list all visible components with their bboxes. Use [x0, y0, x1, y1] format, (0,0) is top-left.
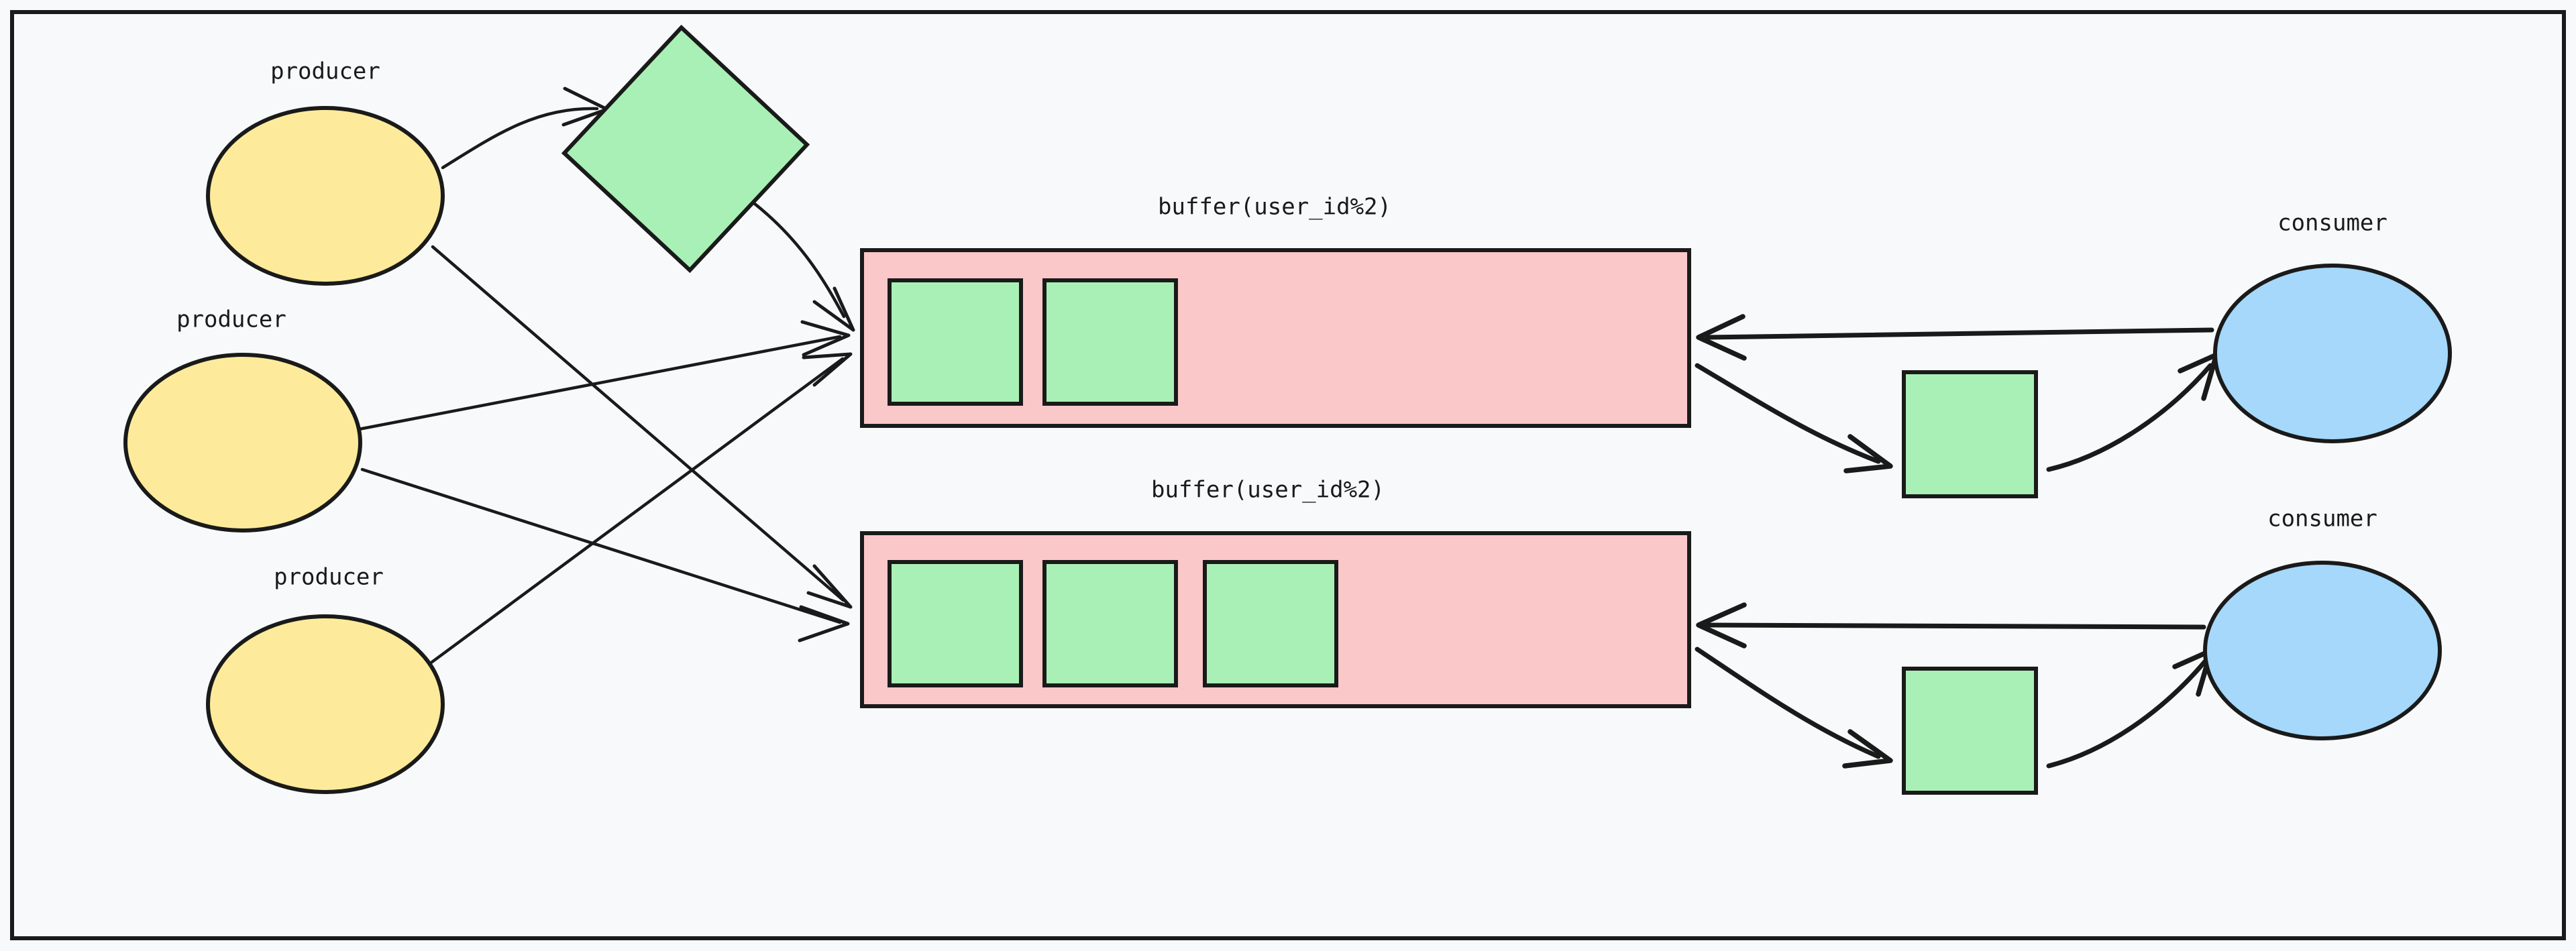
- buffer-2-item-2[interactable]: [1042, 560, 1178, 687]
- producer-3-ellipse[interactable]: [206, 614, 445, 794]
- producer-3-label: producer: [274, 564, 384, 591]
- buffer-1-item-2[interactable]: [1042, 278, 1178, 406]
- buffer-1[interactable]: [860, 248, 1691, 428]
- producer-node-3[interactable]: [206, 614, 445, 794]
- buffer-2[interactable]: [860, 531, 1691, 708]
- buffer-2-item-1[interactable]: [888, 560, 1023, 687]
- producer-2-label: producer: [176, 306, 286, 333]
- edge-consumer2-to-buffer2-request: [1696, 602, 2206, 649]
- delivered-item-bottom[interactable]: [1902, 667, 2038, 795]
- buffer-2-label: buffer(user_id%2): [1151, 477, 1385, 504]
- producer-2-ellipse[interactable]: [123, 353, 362, 533]
- delivered-item-top[interactable]: [1902, 370, 2038, 498]
- edge-routing-diamond-to-buffer1: [741, 193, 855, 332]
- routing-item-diamond[interactable]: [561, 24, 810, 274]
- buffer-1-label: buffer(user_id%2): [1158, 194, 1391, 221]
- edge-producer2-to-buffer2: [360, 467, 850, 642]
- buffer-1-item-1[interactable]: [888, 278, 1023, 406]
- consumer-1-ellipse[interactable]: [2213, 264, 2452, 443]
- producer-1-label: producer: [270, 58, 380, 85]
- producer-1-ellipse[interactable]: [206, 106, 445, 286]
- edge-consumer1-to-buffer1-request: [1696, 314, 2214, 361]
- buffer-2-item-3[interactable]: [1203, 560, 1338, 687]
- producer-node-1[interactable]: [206, 106, 445, 286]
- edge-producer3-to-buffer1: [427, 352, 853, 666]
- consumer-2-label: consumer: [2267, 506, 2377, 533]
- consumer-2-ellipse[interactable]: [2203, 561, 2442, 740]
- producer-node-2[interactable]: [123, 353, 362, 533]
- edge-buffer1-to-delivered-item-top: [1695, 363, 1893, 473]
- consumer-node-1[interactable]: [2213, 264, 2452, 443]
- consumer-node-2[interactable]: [2203, 561, 2442, 740]
- edge-buffer2-to-delivered-item-bottom: [1695, 647, 1893, 769]
- edge-producer1-to-buffer2: [431, 245, 853, 609]
- consumer-1-label: consumer: [2277, 210, 2387, 237]
- edge-producer2-to-buffer1: [357, 320, 851, 431]
